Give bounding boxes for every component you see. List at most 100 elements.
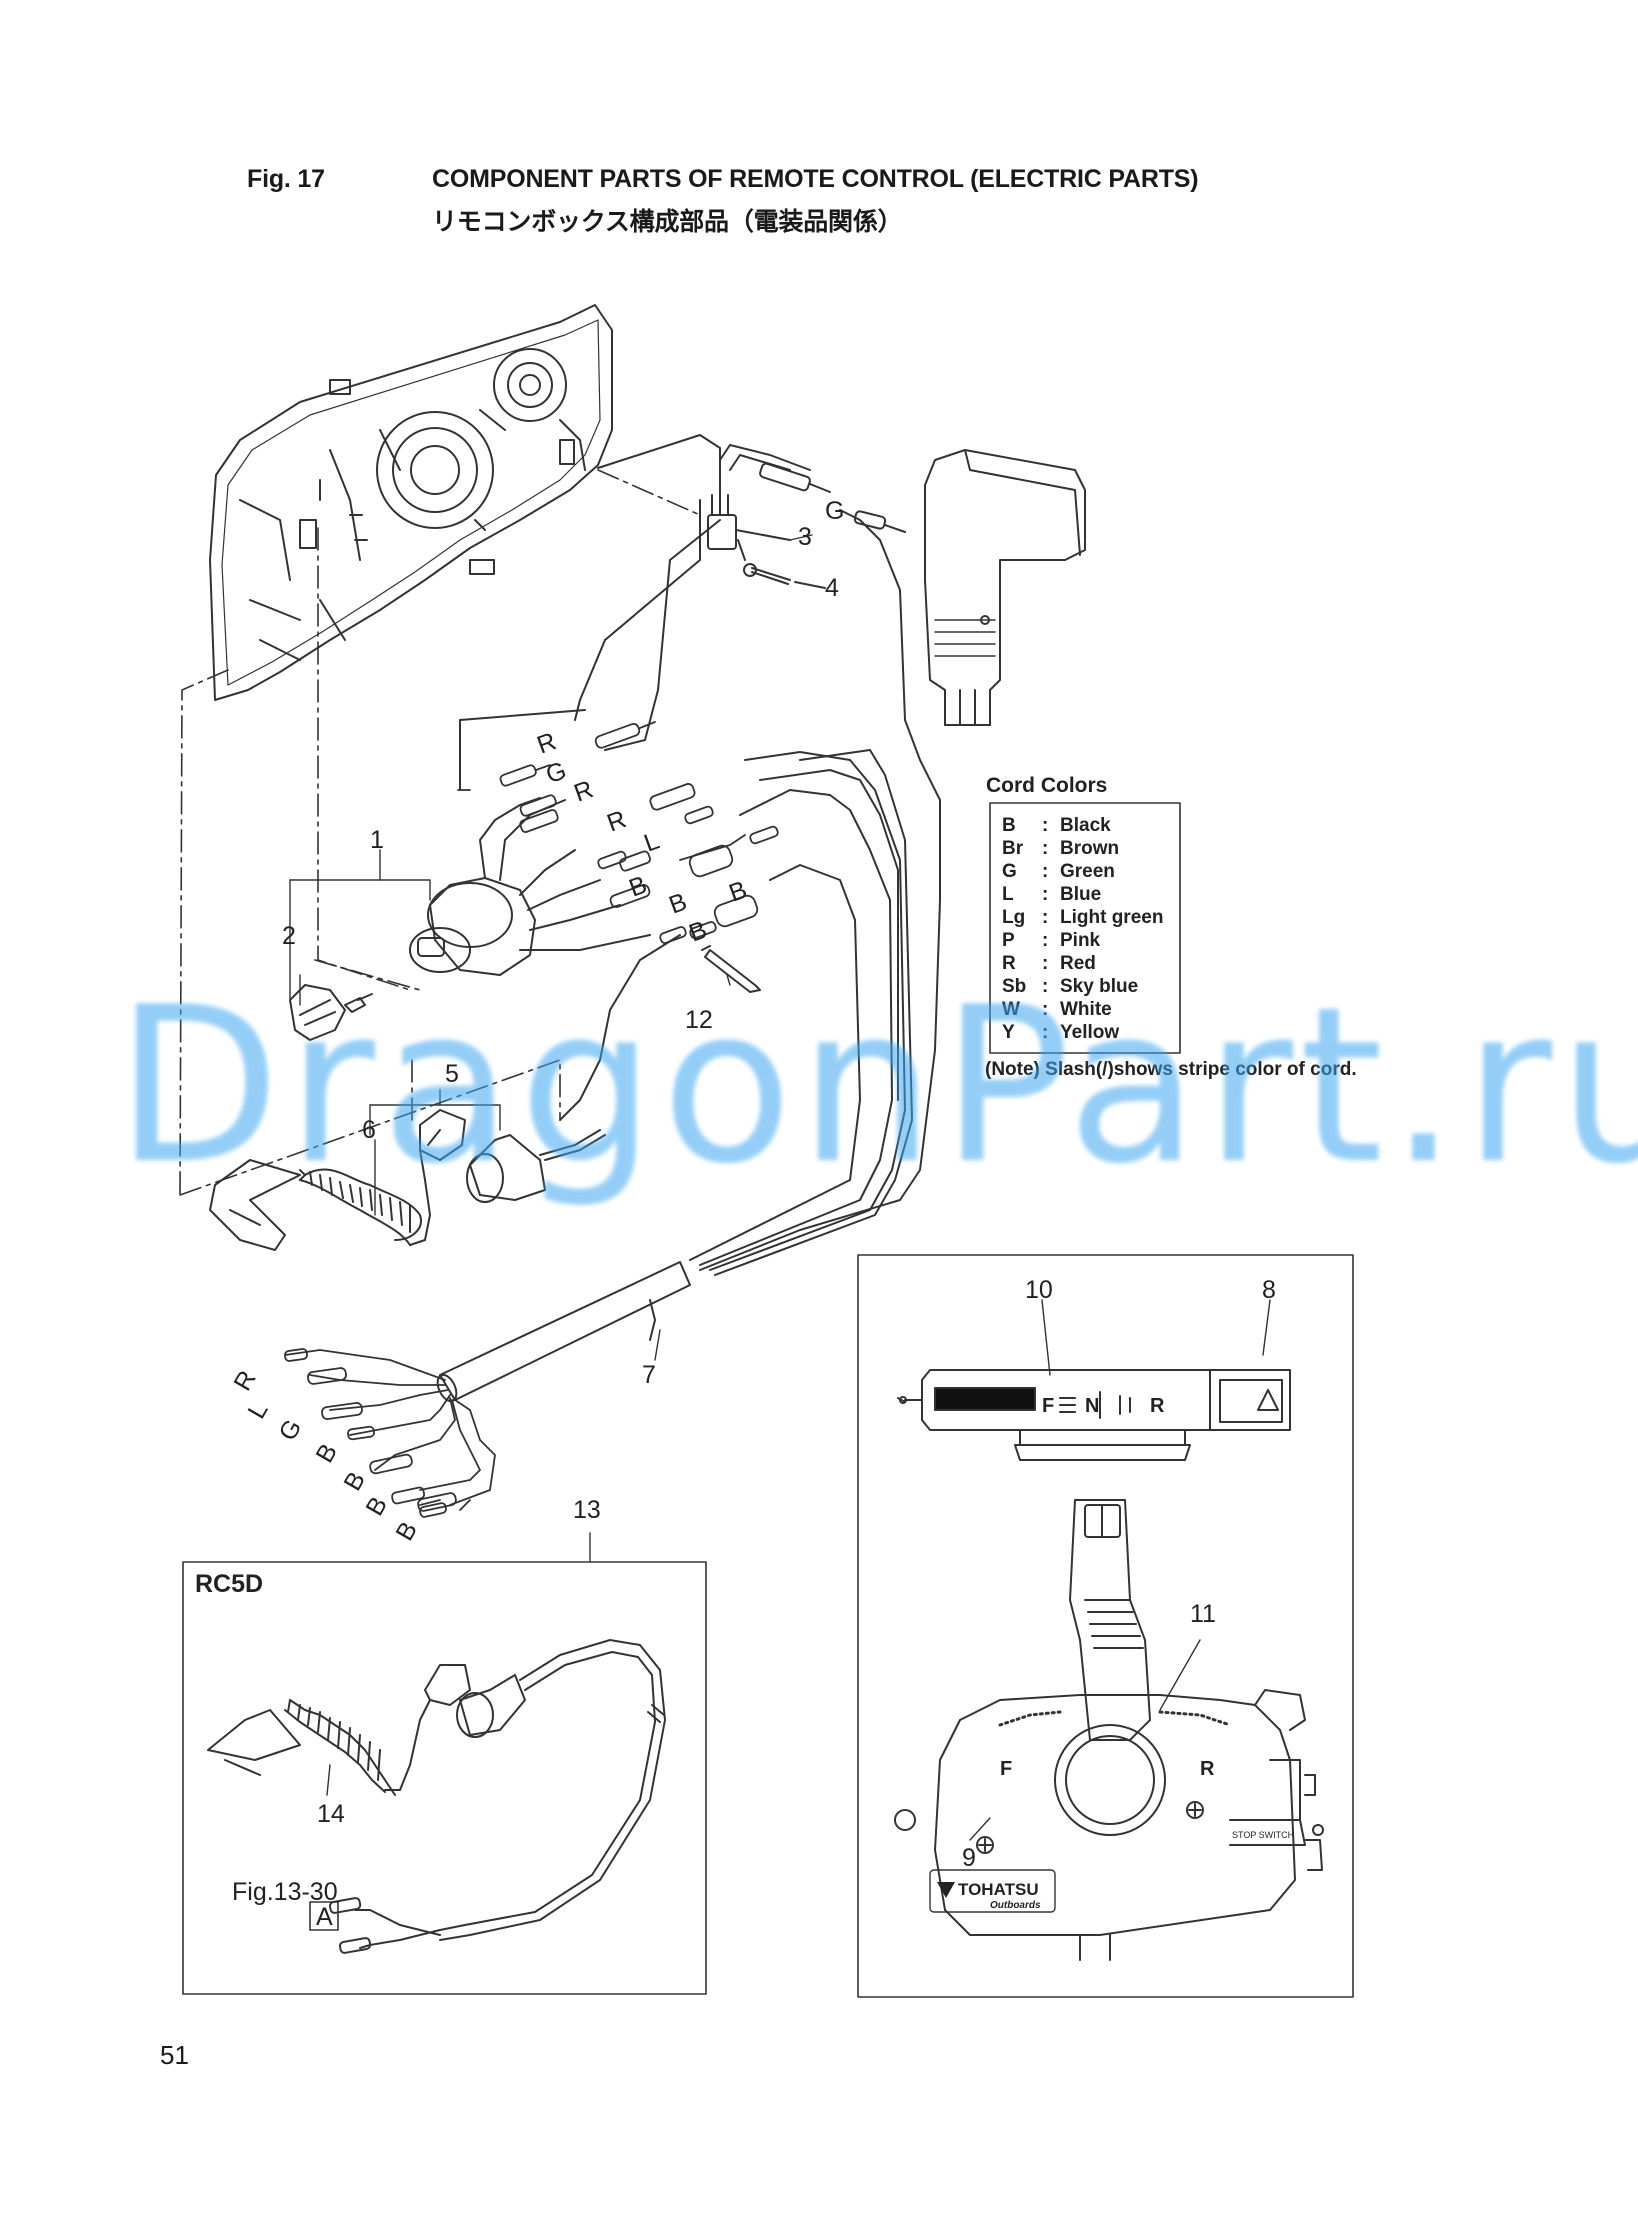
wire-letter-g-top: G [825, 497, 844, 525]
harness-wires [284, 1348, 496, 1518]
screw [743, 563, 826, 589]
shift-lever-handle [924, 449, 1086, 726]
cord-code: R [1002, 953, 1016, 974]
cord-sep: : [1042, 930, 1048, 951]
cord-code: L [1002, 884, 1014, 905]
cord-code: G [1002, 861, 1017, 882]
rc5d-inset-frame [182, 1561, 707, 1995]
wire-letter-b: B [685, 916, 710, 948]
callout-numbers: 1 2 3 4 5 6 7 8 9 10 11 12 13 14 [282, 523, 1276, 1872]
callout-10: 10 [1025, 1276, 1053, 1304]
neutral-switch-panel [897, 1369, 1291, 1461]
cord-code: W [1002, 999, 1020, 1020]
wire-letter-b: B [625, 871, 650, 903]
figure-number: Fig. 17 [247, 165, 325, 193]
cord-sep: : [1042, 976, 1048, 997]
page-title: COMPONENT PARTS OF REMOTE CONTROL (ELECT… [432, 165, 1199, 193]
harness-letter-r: R [229, 1366, 262, 1396]
inset-title-rc5d: RC5D [195, 1570, 263, 1598]
cord-name: Blue [1060, 884, 1101, 905]
wire-letter-r: R [570, 775, 597, 807]
ignition-key [289, 984, 373, 1041]
callout-5: 5 [445, 1060, 459, 1088]
cord-colors-title: Cord Colors [986, 774, 1107, 797]
lanyard-cord [209, 1109, 466, 1251]
cord-name: Red [1060, 953, 1096, 974]
control-box-body [894, 1499, 1324, 1961]
harness-letter-g: G [274, 1415, 308, 1446]
ref-figure-label: Fig.13-30 [232, 1878, 338, 1906]
cord-sep: : [1042, 838, 1048, 859]
harness-letter-l: L [243, 1397, 274, 1423]
cord-sep: : [1042, 999, 1048, 1020]
callout-3: 3 [798, 523, 812, 551]
brand-logo: TOHATSU [958, 1880, 1039, 1899]
wire-letter-b: B [725, 876, 750, 908]
cord-name: Brown [1060, 838, 1119, 859]
cord-name: Pink [1060, 930, 1101, 951]
wire-harness-upper [459, 434, 941, 1271]
cable-tie [701, 945, 761, 993]
cord-sep: : [1042, 953, 1048, 974]
cord-colors-rows: B: Black Br: Brown G: Green L: Blue Lg: Light… [1002, 815, 1163, 1043]
cord-name: Black [1060, 815, 1111, 836]
dial-r-label: R [1200, 1758, 1215, 1780]
callout-7: 7 [642, 1361, 656, 1389]
stop-switch-label: STOP SWITCH [1232, 1830, 1294, 1840]
g-terminal [853, 510, 906, 533]
callout-11: 11 [1190, 1600, 1216, 1628]
cord-name: Light green [1060, 907, 1163, 928]
harness-letter-b: B [311, 1439, 344, 1467]
cord-name: Yellow [1060, 1022, 1119, 1043]
cord-sep: : [1042, 1022, 1048, 1043]
wire-letter-g: G [542, 756, 570, 789]
cord-code: Y [1002, 1022, 1015, 1043]
cord-colors-table [989, 802, 1181, 1054]
rc5d-lanyard [207, 1639, 666, 1954]
brand-mark-icon [937, 1882, 955, 1898]
harness-letter-b: B [339, 1467, 372, 1495]
wire-terminals-upper [457, 721, 779, 944]
ref-box-a [309, 1901, 339, 1931]
cord-name: Sky blue [1060, 976, 1138, 997]
gear-f-label: F [1042, 1395, 1054, 1417]
callout-1: 1 [370, 826, 384, 854]
wire-letter-r: R [533, 727, 560, 759]
harness-letter-b: B [391, 1517, 424, 1545]
wire-letter-r: R [603, 805, 630, 837]
main-switch [409, 797, 651, 976]
cord-sep: : [1042, 884, 1048, 905]
control-box-inset-frame [857, 1254, 1354, 1998]
page-number: 51 [160, 2040, 189, 2070]
cord-sep: : [1042, 861, 1048, 882]
harness-letter-b: B [361, 1492, 394, 1520]
cord-code: Br [1002, 838, 1024, 859]
callout-13: 13 [573, 1496, 601, 1524]
ref-box-letter: A [316, 1903, 333, 1931]
gear-r-label: R [1150, 1395, 1165, 1417]
cord-code: B [1002, 815, 1016, 836]
callout-8: 8 [1262, 1276, 1276, 1304]
callout-leaders [289, 534, 1271, 1841]
callout-2: 2 [282, 922, 296, 950]
remote-control-housing [209, 304, 613, 701]
control-box-labels: F N R F R TOHATSU Outboards STOP SWITCH [958, 1395, 1294, 1911]
cord-name: Green [1060, 861, 1115, 882]
callout-14: 14 [317, 1800, 345, 1828]
cord-colors-note: (Note) Slash(/)shows stripe color of cor… [985, 1059, 1357, 1080]
cord-name: White [1060, 999, 1112, 1020]
cord-sep: : [1042, 815, 1048, 836]
wire-letter-l: L [640, 827, 663, 858]
wire-bundle [559, 749, 913, 1276]
callout-4: 4 [825, 574, 839, 602]
wire-letters: G R G R R L B B B B R L G B B B B [229, 497, 845, 1546]
brand-subtitle: Outboards [990, 1900, 1041, 1911]
cord-code: Sb [1002, 976, 1026, 997]
cord-code: Lg [1002, 907, 1025, 928]
cord-sep: : [1042, 907, 1048, 928]
callout-6: 6 [362, 1116, 376, 1144]
stop-switch-connector [707, 489, 791, 561]
cord-code: P [1002, 930, 1015, 951]
page-title-japanese: リモコンボックス構成部品（電装品関係） [432, 208, 903, 236]
